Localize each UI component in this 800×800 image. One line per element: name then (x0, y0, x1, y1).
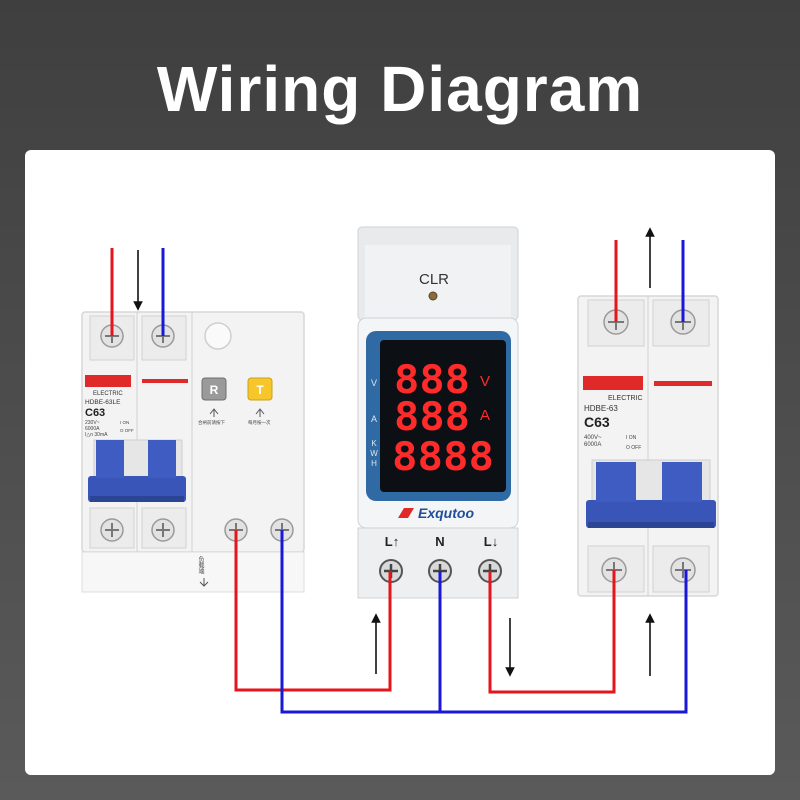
terminal-label-l-in: L↑ (385, 534, 399, 549)
energy-readout: 8888 (392, 435, 494, 480)
brand-logo-red (583, 376, 643, 390)
left-on-label: I ON (120, 420, 129, 425)
neutral-wire-to-meter (280, 530, 442, 714)
right-spec-2: 6000A (584, 442, 601, 448)
left-off-label: O OFF (120, 428, 134, 433)
left-load-side-label: 负载端 (197, 555, 204, 575)
svg-text:T: T (256, 383, 264, 397)
right-bottom-screw-n[interactable] (670, 557, 696, 583)
brand-mark-icon (398, 508, 414, 518)
right-model: HDBE-63 (584, 404, 618, 413)
right-off-label: O OFF (626, 445, 641, 451)
left-note-right: 每月按一次 (248, 419, 271, 426)
side-label-w: W (370, 449, 378, 458)
right-spec-1: 400V~ (584, 435, 602, 441)
right-breaker: ELECTRIC HDBE-63 C63 400V~ 6000A I ON O … (577, 295, 719, 597)
energy-meter: CLR V A K W H 888 V 888 A 8888 Exqutoo L… (357, 226, 519, 599)
rcd-test-button[interactable]: T (247, 377, 273, 401)
left-bottom-screw-1[interactable] (100, 518, 124, 542)
display-screen (380, 340, 506, 492)
flow-arrows (133, 227, 655, 677)
up-arrow-icon (209, 408, 219, 417)
current-readout: 888 (394, 395, 470, 440)
clr-button[interactable] (428, 291, 438, 301)
terminal-label-n: N (435, 534, 444, 549)
right-breaker-handle[interactable] (586, 459, 716, 528)
left-model: HDBE-63LE (85, 399, 121, 406)
page-title: Wiring Diagram (156, 53, 644, 125)
side-label-h: H (371, 459, 377, 468)
terminal-label-l-out: L↓ (484, 534, 498, 549)
up-arrow-icon (255, 408, 265, 417)
live-wire-to-right-breaker (488, 570, 616, 694)
left-bottom-screw-2[interactable] (151, 518, 175, 542)
left-note-left: 合闸前请按下 (198, 419, 225, 426)
rcd-reset-button[interactable]: R (201, 377, 227, 401)
svg-text:R: R (210, 383, 219, 397)
neutral-wire-to-right-breaker (440, 570, 688, 714)
left-spec-3: I△n 30mA (85, 432, 108, 438)
left-spec-1: 230V~ (85, 420, 100, 426)
left-spec-2: 6000A (85, 426, 100, 432)
voltage-readout: 888 (394, 358, 470, 403)
voltage-unit: V (480, 373, 490, 390)
left-breaker: ELECTRIC HDBE-63LE C63 230V~ 6000A I△n 3… (81, 311, 305, 593)
brand-logo-red (85, 375, 131, 387)
right-brand-label: ELECTRIC (608, 395, 643, 402)
side-label-v: V (371, 378, 377, 388)
side-label-a: A (371, 414, 377, 424)
left-breaker-handle[interactable] (88, 439, 186, 502)
wires (110, 240, 688, 714)
indicator-window (204, 322, 232, 350)
meter-brand-logo: Exqutoo (418, 505, 474, 521)
left-rating: C63 (85, 407, 105, 419)
down-arrow-icon (199, 578, 209, 587)
right-rating: C63 (584, 414, 610, 430)
left-brand-label: ELECTRIC (93, 391, 123, 397)
side-label-k: K (371, 439, 377, 448)
clr-label: CLR (419, 271, 449, 288)
live-wire-to-meter (234, 530, 392, 692)
current-unit: A (480, 407, 490, 424)
right-on-label: I ON (626, 435, 637, 441)
